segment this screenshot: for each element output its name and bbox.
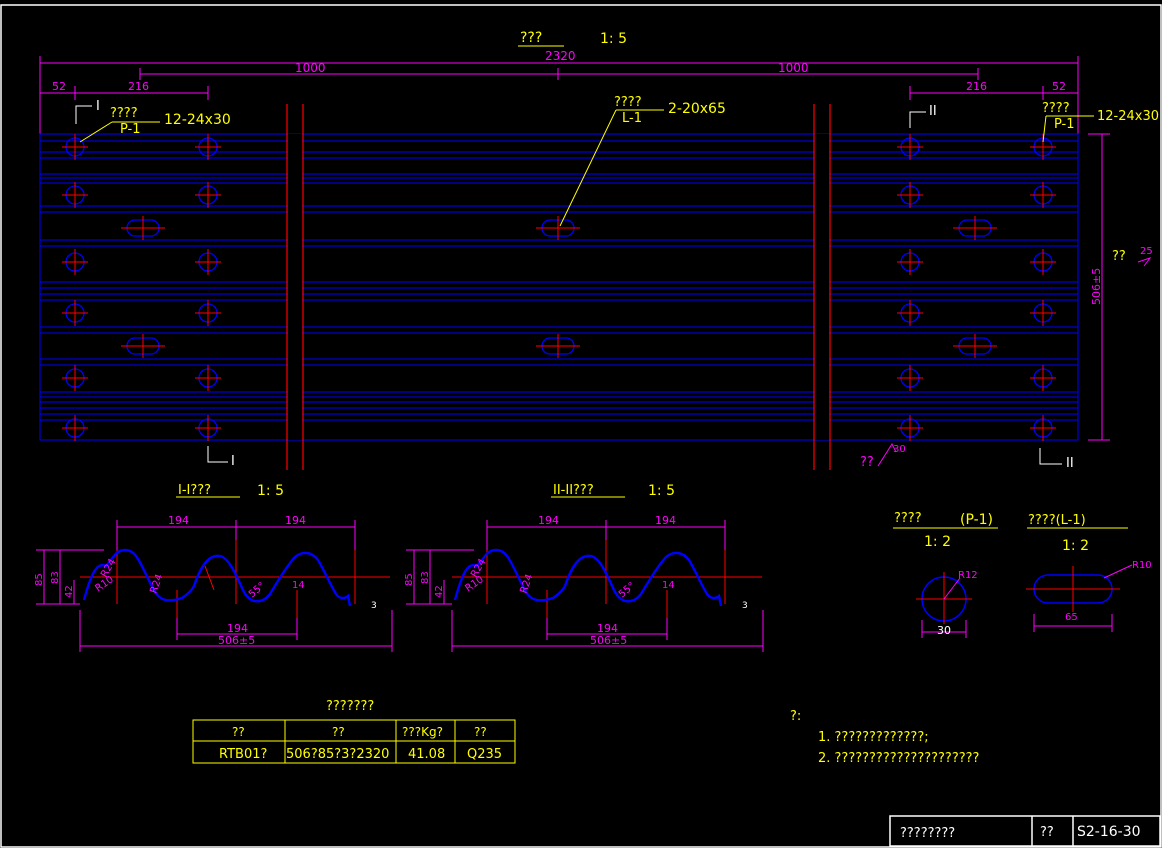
- main-view-title-text: ???: [520, 30, 542, 46]
- section-left-pitch1: 194: [168, 514, 189, 527]
- section-left-profile: [82, 548, 352, 608]
- material-table: ??????? ?? ?? ???Kg? ?? RTB01? 506?85?3?…: [192, 699, 516, 764]
- callout-left-spec: 12-24x30: [164, 112, 231, 128]
- section-left-r3: R24: [148, 573, 165, 595]
- detail-l1-radius: R10: [1132, 560, 1152, 571]
- callout-right-spec: 12-24x30: [1097, 109, 1159, 124]
- main-view-scale: 1: 5: [600, 31, 627, 47]
- callout-left-part: P-1: [120, 122, 141, 137]
- table-header-material: ??: [474, 725, 487, 739]
- section-left-title: I-I???: [178, 483, 211, 498]
- detail-p1-width: 30: [937, 624, 951, 637]
- section-right-r3: R24: [518, 573, 535, 595]
- title-block-name: ????????: [900, 826, 955, 841]
- title-block-number: S2-16-30: [1077, 824, 1141, 840]
- detail-p1-title: ????: [894, 511, 922, 526]
- post-gap-left: [288, 134, 302, 440]
- notes: ?: 1. ?????????????; 2. ????????????????…: [790, 709, 979, 766]
- section-left-angle: 55°: [247, 580, 268, 600]
- section-right-title: II-II???: [553, 483, 594, 498]
- title-block-label: ??: [1040, 825, 1054, 840]
- callout-left-label: ????: [110, 106, 138, 121]
- section-right-pitch1: 194: [538, 514, 559, 527]
- section-right-dim14: 14: [662, 580, 675, 591]
- hole-detail-l1: ????(L-1) 1: 2 R10 65: [1026, 513, 1152, 632]
- post-gap-right: [815, 134, 829, 440]
- dim-span-left: 1000: [295, 61, 326, 75]
- main-view-title: ??? 1: 5: [518, 30, 627, 47]
- callout-right-part: P-1: [1054, 117, 1075, 132]
- callout-center: ???? L-1 2-20x65: [559, 95, 726, 227]
- section-marks: [75, 105, 1062, 465]
- section-left-dim14: 14: [292, 580, 305, 591]
- table-cell-spec: 506?85?3?2320: [286, 747, 389, 762]
- callout-center-label: ????: [614, 95, 642, 110]
- detail-p1-code: (P-1): [960, 512, 993, 528]
- section-right-scale: 1: 5: [648, 483, 675, 499]
- section-left-pitch2: 194: [285, 514, 306, 527]
- table-cell-weight: 41.08: [408, 747, 445, 762]
- dim-pitch-right: 216: [966, 80, 987, 93]
- note-item-2: 2. ?????????????????????: [818, 751, 979, 766]
- detail-p1-radius: R12: [958, 570, 978, 581]
- side-note-bottom: ??: [860, 455, 874, 470]
- dim-height: 506±5: [1090, 268, 1103, 305]
- callout-left: ???? P-1 12-24x30: [79, 106, 231, 143]
- table-header-spec: ??: [332, 725, 345, 739]
- section-mark-1-top: I: [96, 99, 100, 114]
- dim-overall: 2320: [545, 49, 576, 63]
- section-left-thick: 3: [371, 601, 377, 611]
- angle-top: 25: [1140, 246, 1153, 257]
- section-left-h2: 83: [50, 571, 61, 584]
- notes-label: ?:: [790, 709, 801, 724]
- top-dimensions: [39, 56, 1110, 441]
- note-item-1: 1. ?????????????;: [818, 730, 929, 745]
- section-left-h1: 85: [34, 573, 45, 586]
- detail-l1-scale: 1: 2: [1062, 538, 1089, 554]
- callout-right-label: ????: [1042, 101, 1070, 116]
- post-lines: [286, 104, 831, 470]
- detail-l1-title: ????(L-1): [1028, 513, 1086, 528]
- section-left-r2: R24: [99, 557, 118, 580]
- detail-l1-width: 65: [1065, 612, 1078, 623]
- detail-p1-scale: 1: 2: [924, 534, 951, 550]
- table-cell-material: Q235: [467, 747, 502, 762]
- section-right-h2: 83: [420, 571, 431, 584]
- section-mark-2-top: II: [929, 104, 937, 119]
- table-cell-code: RTB01?: [219, 747, 267, 762]
- section-mark-2-bottom: II: [1066, 456, 1074, 471]
- callout-center-part: L-1: [622, 111, 642, 126]
- angle-bottom: 30: [893, 444, 906, 455]
- section-right-h3: 42: [434, 585, 445, 598]
- callout-center-spec: 2-20x65: [668, 101, 726, 117]
- hole-detail-p1: ???? (P-1) 1: 2 R12 30: [893, 511, 998, 638]
- dim-pitch-left: 216: [128, 80, 149, 93]
- callout-right: ???? P-1 12-24x30: [1042, 101, 1159, 143]
- title-block: ???????? ?? S2-16-30: [889, 815, 1161, 847]
- section-right-pitch2: 194: [655, 514, 676, 527]
- section-view-left: I-I??? 1: 5: [34, 483, 393, 652]
- section-right-r2: R24: [469, 557, 488, 580]
- section-view-right: II-II??? 1: 5 1: [404, 483, 764, 652]
- dim-edge-right: 52: [1052, 80, 1066, 93]
- table-header-weight: ???Kg?: [402, 725, 443, 739]
- section-left-width: 506±5: [218, 634, 255, 647]
- side-note-top: ??: [1112, 249, 1126, 264]
- section-right-width: 506±5: [590, 634, 627, 647]
- section-left-scale: 1: 5: [257, 483, 284, 499]
- table-title: ???????: [326, 699, 374, 714]
- dim-edge-left: 52: [52, 80, 66, 93]
- section-left-pitch-bottom: 194: [227, 622, 248, 635]
- section-right-profile: [453, 548, 723, 608]
- section-right-h1: 85: [404, 573, 415, 586]
- dim-span-right: 1000: [778, 61, 809, 75]
- section-right-pitch-bottom: 194: [597, 622, 618, 635]
- beam-plan-view: [39, 133, 1079, 441]
- sheet-frame: [0, 4, 1162, 848]
- section-right-thick: 3: [742, 601, 748, 611]
- section-left-h3: 42: [64, 585, 75, 598]
- table-header-code: ??: [232, 725, 245, 739]
- section-mark-1-bottom: I: [231, 454, 235, 469]
